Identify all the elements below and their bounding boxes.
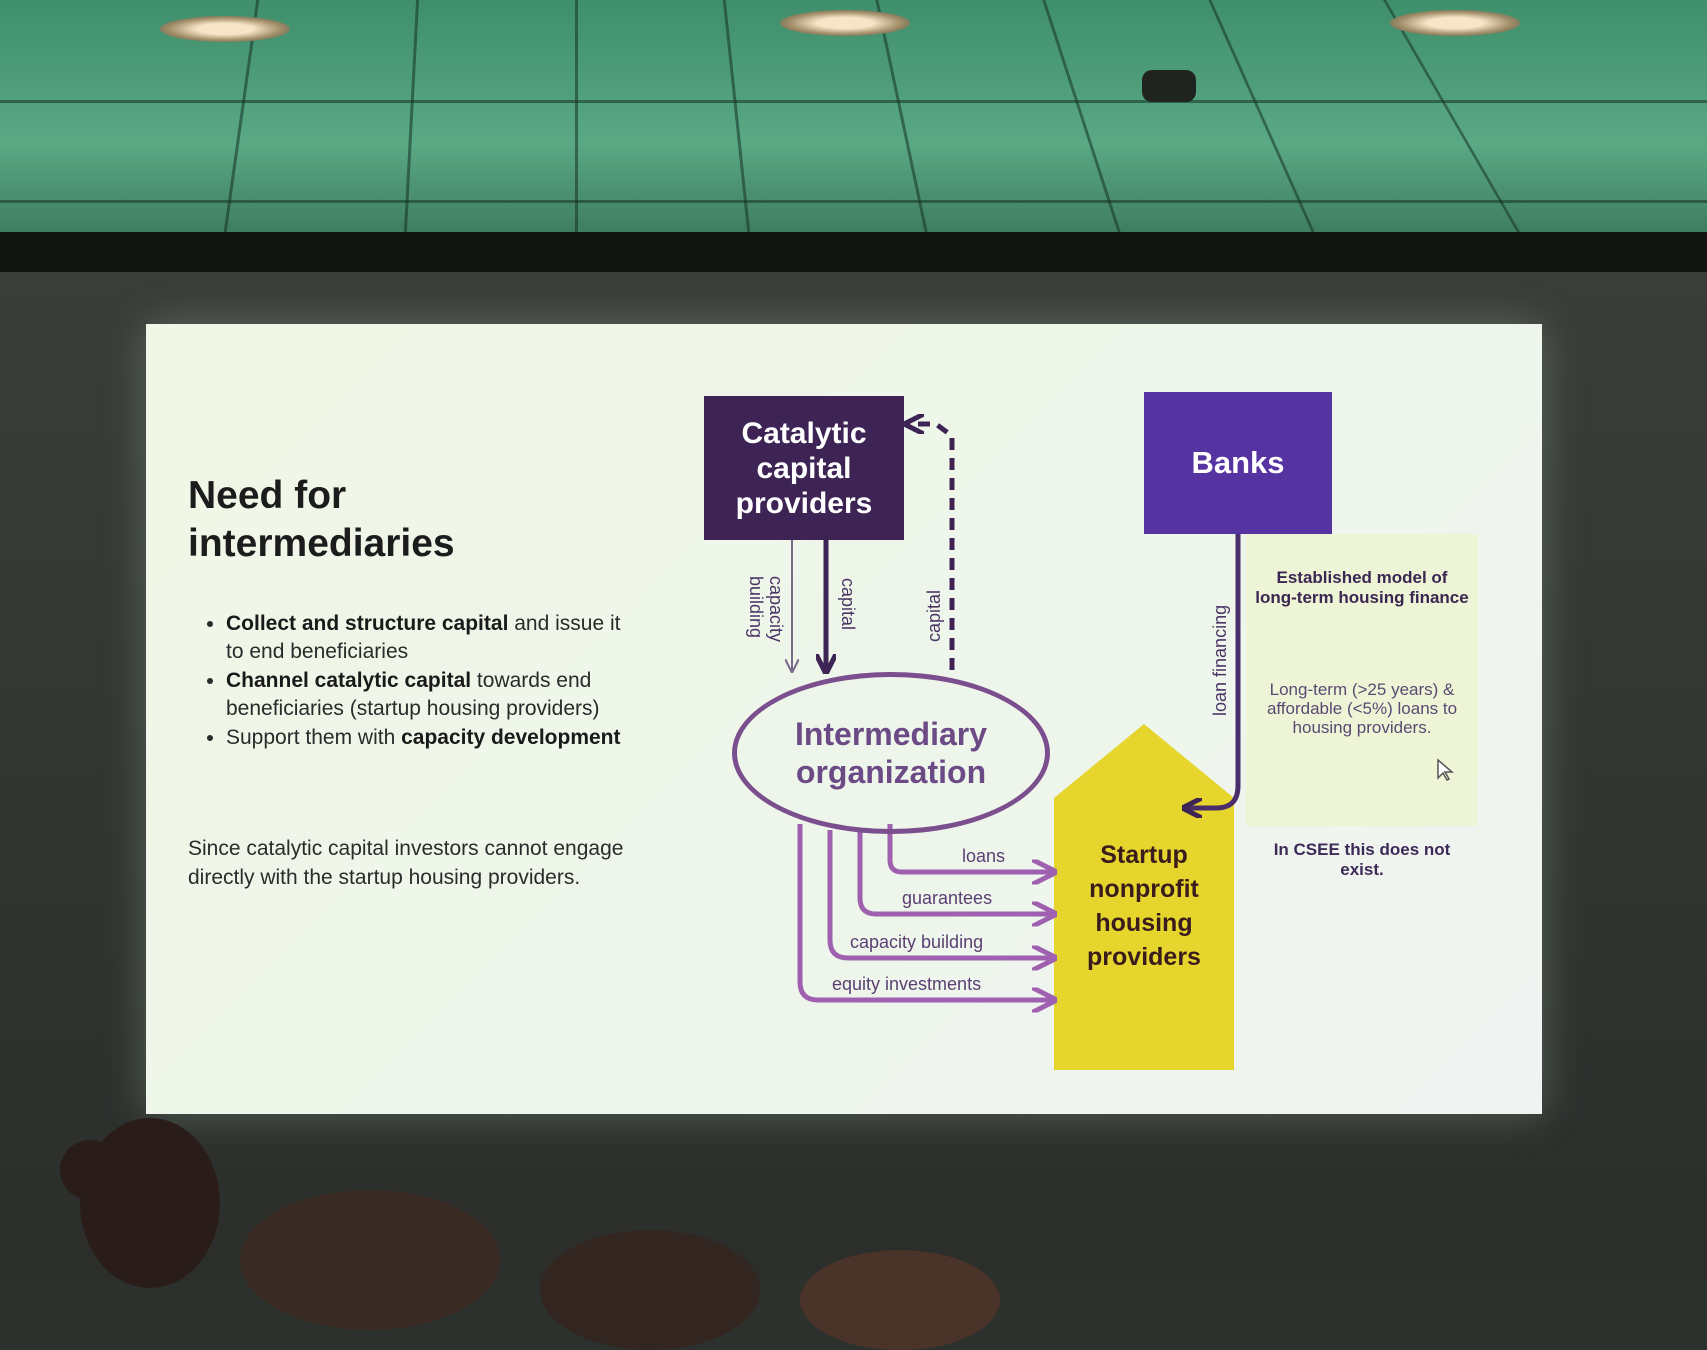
arrow-capital-up — [908, 424, 955, 670]
bullet-text: Support them with — [226, 726, 402, 749]
diagram-arrows — [146, 324, 1241, 1070]
bullet-bold: Channel catalytic capital — [226, 669, 472, 692]
slide-title-line: intermediaries — [188, 522, 455, 565]
label-capital-down: capital — [838, 578, 858, 631]
label-capacity-building: capacity building — [850, 932, 984, 952]
arrow-equity-investments — [797, 824, 1052, 1000]
slide-note: Since catalytic capital investors cannot… — [188, 837, 624, 889]
ceiling-light — [1390, 10, 1520, 36]
bullet-list: Collect and structure capital and issue … — [198, 610, 626, 753]
label-loans: loans — [962, 846, 1006, 866]
banks-box: Banks — [1144, 392, 1332, 534]
startup-housing-label: Startup nonprofit housing providers — [1087, 841, 1201, 971]
bullet-text: towards end beneficiaries (startup housi… — [226, 669, 600, 720]
mouse-cursor-icon — [1437, 758, 1454, 781]
ceiling-edge — [0, 232, 1707, 272]
csee-note: In CSEE this does not exist. — [1273, 840, 1451, 879]
bullet-bold: Collect and structure capital — [226, 612, 509, 635]
bullet-item: Channel catalytic capital towards end be… — [226, 667, 626, 723]
arrow-capacity-building — [827, 830, 1052, 958]
label-equity-investments: equity investments — [832, 974, 982, 994]
intermediary-organization-ellipse: Intermediary organization — [732, 672, 1050, 834]
audience-head — [540, 1230, 760, 1350]
ceiling-tile-line — [875, 0, 928, 232]
slide-title: Need for intermediaries — [188, 472, 455, 568]
ceiling-tile-line — [722, 0, 751, 232]
established-model-body: Long-term (>25 years) & affordable (<5%)… — [1266, 680, 1458, 737]
bullet-bold: capacity development — [401, 726, 621, 749]
arrow-loans — [887, 824, 1052, 872]
ceiling-tile-line — [0, 200, 1707, 203]
catalytic-capital-providers-box: Catalytic capital providers — [704, 396, 904, 540]
label-capital-up: capital — [924, 589, 944, 642]
arrow-guarantees — [857, 828, 1052, 914]
ceiling-tile-line — [1042, 0, 1121, 232]
bullet-text: and issue it to end beneficiaries — [226, 612, 621, 663]
arrow-loan-financing — [1186, 534, 1241, 808]
label-loan-financing: loan financing — [1210, 604, 1230, 716]
slide-title-line: Need for — [188, 474, 347, 517]
ceiling-tile-line — [403, 0, 420, 232]
audience-head — [800, 1250, 1000, 1350]
bullet-item: Support them with capacity development — [226, 724, 626, 752]
projected-slide: Need for intermediaries Collect and stru… — [146, 324, 1542, 1114]
label-capacity-building-vertical: capacity building — [746, 576, 786, 643]
ceiling-light — [780, 10, 910, 36]
ceiling-tile-line — [0, 100, 1707, 103]
ceiling-light — [160, 16, 290, 42]
established-model-title: Established model of long-term housing f… — [1255, 568, 1469, 607]
audience-head — [240, 1190, 500, 1330]
label-guarantees: guarantees — [902, 888, 993, 908]
ceiling-sensor — [1142, 70, 1196, 102]
ceiling-tile-line — [1208, 0, 1315, 232]
ceiling — [0, 0, 1707, 240]
audience-head — [60, 1140, 120, 1200]
bullet-item: Collect and structure capital and issue … — [226, 610, 626, 666]
ceiling-tile-line — [575, 0, 578, 232]
